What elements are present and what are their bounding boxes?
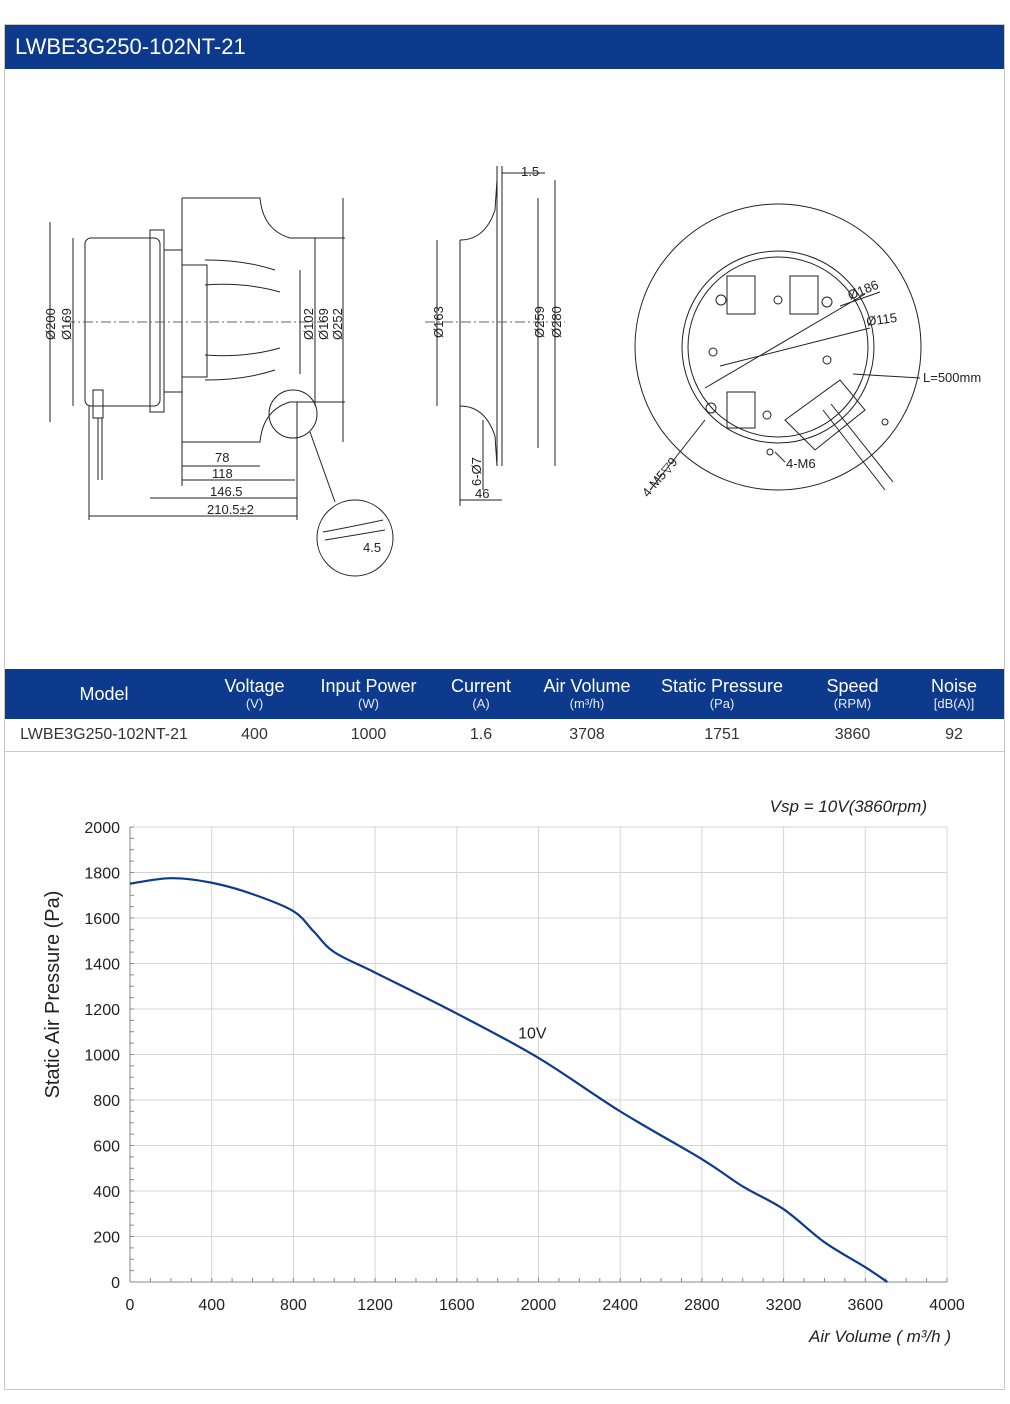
x-tick-label: 0 [126, 1297, 135, 1314]
y-tick-label: 1200 [84, 1002, 120, 1019]
dim-46: 46 [475, 486, 489, 501]
dim-6-d7: 6-Ø7 [469, 457, 484, 486]
dim-d115: Ø115 [865, 310, 898, 329]
cell-speed: 3860 [834, 726, 871, 743]
col-static-pressure: Static Pressure(Pa) [660, 676, 784, 711]
col-air-volume: Air Volume(m³/h) [543, 676, 631, 711]
dim-d200: Ø200 [43, 308, 58, 340]
y-tick-label: 1000 [84, 1048, 120, 1065]
cell-current: 1.6 [469, 726, 493, 743]
col-model: Model [79, 684, 129, 704]
table-row: LWBE3G250-102NT-21 400 1000 1.6 3708 175… [5, 719, 1004, 752]
col-speed: Speed(RPM) [826, 676, 879, 711]
cell-input-power: 1000 [350, 726, 387, 743]
x-tick-label: 1600 [439, 1297, 475, 1314]
dim-4-m6: 4-M6 [786, 456, 816, 471]
dim-cable-length: L=500mm [923, 370, 981, 385]
cell-noise: 92 [945, 726, 963, 743]
x-tick-label: 2800 [684, 1297, 720, 1314]
y-tick-label: 600 [93, 1139, 120, 1156]
col-noise: Noise[dB(A)] [930, 676, 978, 711]
dim-d186: Ø186 [846, 277, 881, 303]
page-frame [4, 24, 1005, 1390]
dim-146-5: 146.5 [210, 484, 243, 499]
x-tick-label: 1200 [357, 1297, 393, 1314]
x-tick-label: 3600 [848, 1297, 884, 1314]
x-tick-label: 3200 [766, 1297, 802, 1314]
series-line-10v [129, 877, 888, 1283]
dim-d169-inlet: Ø169 [316, 308, 331, 340]
performance-chart: 0 400 800 1200 1600 2000 2400 2800 3200 3600 4000 0… [42, 797, 965, 1346]
x-tick-label: 800 [280, 1297, 307, 1314]
y-tick-label: 200 [93, 1230, 120, 1247]
cell-voltage: 400 [241, 726, 268, 743]
col-current: Current(A) [450, 676, 512, 711]
dimension-drawing: Ø200 Ø169 Ø102 Ø169 Ø252 78 118 146.5 21… [43, 164, 981, 577]
dim-d259: Ø259 [532, 306, 547, 338]
cell-air-volume: 3708 [569, 726, 605, 743]
dim-78: 78 [215, 450, 229, 465]
y-tick-label: 1600 [84, 911, 120, 928]
col-input-power: Input Power(W) [320, 676, 417, 711]
x-tick-label: 2400 [602, 1297, 638, 1314]
x-tick-label: 400 [198, 1297, 225, 1314]
x-axis-label: Air Volume ( m³/h ) [808, 1327, 951, 1346]
chart-title: Vsp = 10V(3860rpm) [770, 797, 927, 816]
col-voltage: Voltage(V) [224, 676, 285, 711]
x-tick-label: 2000 [521, 1297, 557, 1314]
dim-d102: Ø102 [301, 308, 316, 340]
dim-d280: Ø280 [549, 306, 564, 338]
x-tick-label: 4000 [929, 1297, 965, 1314]
y-tick-label: 1400 [84, 957, 120, 974]
dim-1-5: 1.5 [521, 164, 539, 179]
spec-table-header: Model Voltage(V) Input Power(W) Current(… [5, 669, 1004, 719]
cell-static-pressure: 1751 [704, 726, 740, 743]
y-tick-label: 400 [93, 1184, 120, 1201]
page-title: LWBE3G250-102NT-21 [5, 25, 1004, 69]
y-tick-label: 2000 [84, 820, 120, 837]
dim-4-m5: 4-M5▽9 [639, 454, 681, 500]
dim-118: 118 [212, 466, 233, 481]
dim-210-5: 210.5±2 [207, 502, 254, 517]
dim-d252: Ø252 [330, 308, 345, 340]
dim-4-5: 4.5 [363, 540, 381, 555]
dim-d169-motor: Ø169 [59, 308, 74, 340]
y-tick-label: 1800 [84, 866, 120, 883]
y-axis-label: Static Air Pressure (Pa) [42, 891, 64, 1099]
y-tick-label: 0 [111, 1275, 120, 1292]
dim-d163: Ø163 [431, 306, 446, 338]
y-tick-label: 800 [93, 1093, 120, 1110]
cell-model: LWBE3G250-102NT-21 [20, 726, 188, 743]
series-label-10v: 10V [518, 1026, 547, 1043]
